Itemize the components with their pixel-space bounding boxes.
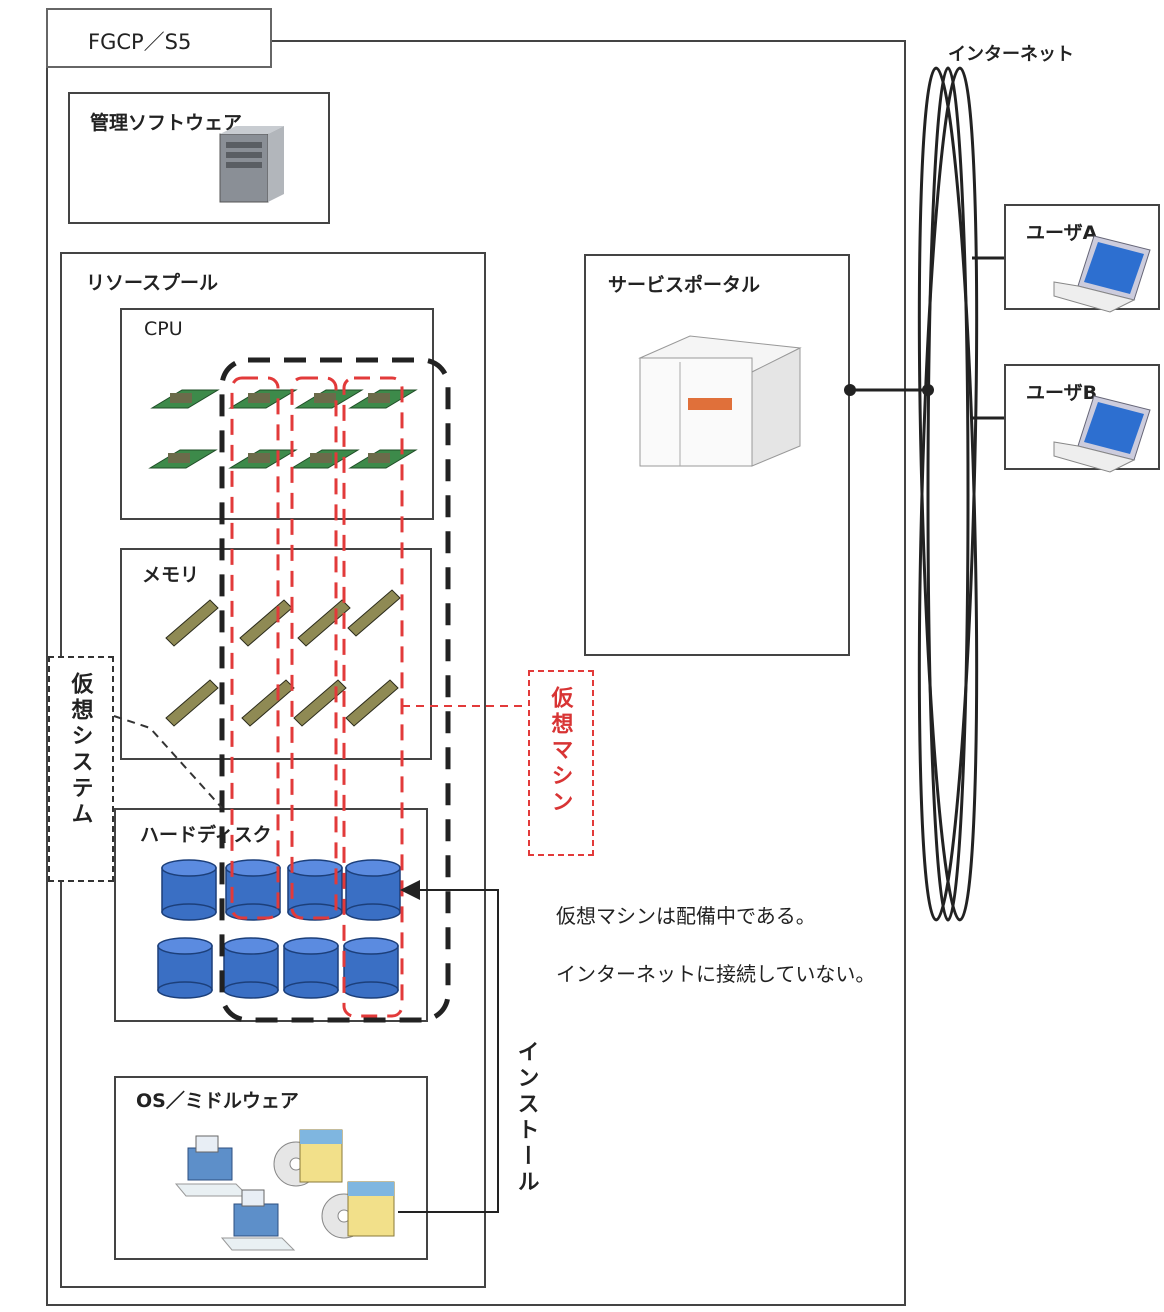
os-middleware-label: OS／ミドルウェア	[136, 1090, 299, 1112]
internet-connection-dot	[922, 384, 934, 396]
cpu-chip-icon	[294, 389, 364, 409]
virtual-system-dashed-outline	[219, 357, 451, 1023]
resource-pool-label: リソースプール	[86, 272, 219, 294]
service-portal-label: サービスポータル	[608, 274, 761, 296]
virtual-system-label: 仮想システム	[67, 672, 93, 828]
virtual-system-connector	[113, 715, 223, 809]
cd-disc-icon	[321, 1181, 395, 1239]
cpu-chip-icons	[148, 389, 418, 469]
cpu-label: CPU	[144, 318, 183, 340]
memory-module-icon	[293, 679, 347, 727]
portal-connection-dot	[844, 384, 856, 396]
virtual-system-label-box: 仮想システム	[48, 656, 114, 882]
cpu-chip-icon	[148, 449, 218, 469]
portal-server-icon	[638, 335, 802, 467]
disk-cylinder-icon	[343, 937, 399, 999]
system-label-box: FGCP／S5	[46, 8, 272, 68]
install-label: インストール	[513, 1040, 539, 1196]
memory-module-icon	[345, 679, 399, 727]
disk-cylinder-icon	[225, 859, 281, 921]
cpu-chip-icon	[150, 389, 220, 409]
management-label: 管理ソフトウェア	[90, 112, 243, 134]
cpu-chip-icon	[290, 449, 360, 469]
user-b-label: ユーザB	[1026, 382, 1098, 404]
laptop-icon	[1053, 395, 1151, 473]
user-a-label: ユーザA	[1026, 222, 1098, 244]
management-software-box: 管理ソフトウェア	[68, 92, 330, 224]
memory-module-icon	[165, 599, 219, 647]
memory-module-icons	[165, 589, 401, 727]
cd-disc-icon	[273, 1129, 343, 1187]
disk-cylinder-icon	[157, 937, 213, 999]
memory-label: メモリ	[142, 564, 200, 586]
harddisk-label: ハードディスク	[140, 824, 272, 846]
harddisk-icons	[157, 859, 401, 999]
status-note-line1: 仮想マシンは配備中である。	[556, 904, 816, 928]
memory-module-icon	[241, 679, 295, 727]
cpu-chip-icon	[348, 389, 418, 409]
disk-cylinder-icon	[345, 859, 401, 921]
memory-module-icon	[165, 679, 219, 727]
software-package-icon	[220, 1189, 296, 1251]
disk-cylinder-icon	[223, 937, 279, 999]
network-links	[850, 256, 1004, 420]
memory-module-icon	[347, 589, 401, 637]
cpu-chip-icon	[228, 449, 298, 469]
software-package-icon	[174, 1135, 250, 1197]
virtual-machine-dashed-outlines	[230, 376, 404, 1018]
disk-cylinder-icon	[283, 937, 339, 999]
laptop-icon	[1053, 235, 1151, 313]
status-note-line2: インターネットに接続していない。	[556, 962, 876, 986]
memory-module-icon	[297, 599, 351, 647]
virtual-machine-label: 仮想マシン	[547, 686, 573, 816]
cpu-chip-icon	[228, 389, 298, 409]
os-software-icons	[174, 1129, 395, 1251]
virtual-machine-label-box: 仮想マシン	[528, 670, 594, 856]
cpu-chip-icon	[348, 449, 418, 469]
memory-module-icon	[239, 599, 293, 647]
management-server-icon	[219, 126, 284, 203]
system-label: FGCP／S5	[88, 30, 192, 54]
install-arrow	[398, 880, 499, 1213]
disk-cylinder-icon	[161, 859, 217, 921]
internet-rings	[917, 66, 979, 922]
internet-label: インターネット	[948, 44, 1074, 65]
disk-cylinder-icon	[287, 859, 343, 921]
